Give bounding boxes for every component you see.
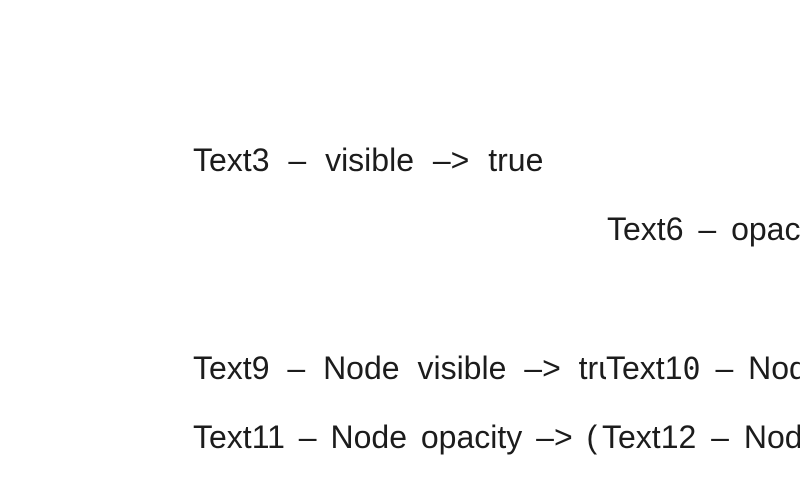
text11-label: Text11 – Node opacity –> (	[193, 419, 598, 455]
text10-suffix: – Nod	[700, 350, 800, 386]
text6-label: Text6 – opacity	[607, 213, 800, 245]
text10-prefix: Text1	[606, 350, 683, 386]
slashed-zero-digit: 0	[682, 352, 701, 387]
text3-label: Text3 – visible –> true	[193, 142, 544, 178]
text10-label: Text10 – Nod	[606, 352, 800, 385]
text9-label: Text9 – Node visible –> true	[193, 350, 634, 386]
text12-label: Text12 – Nod	[602, 421, 800, 453]
